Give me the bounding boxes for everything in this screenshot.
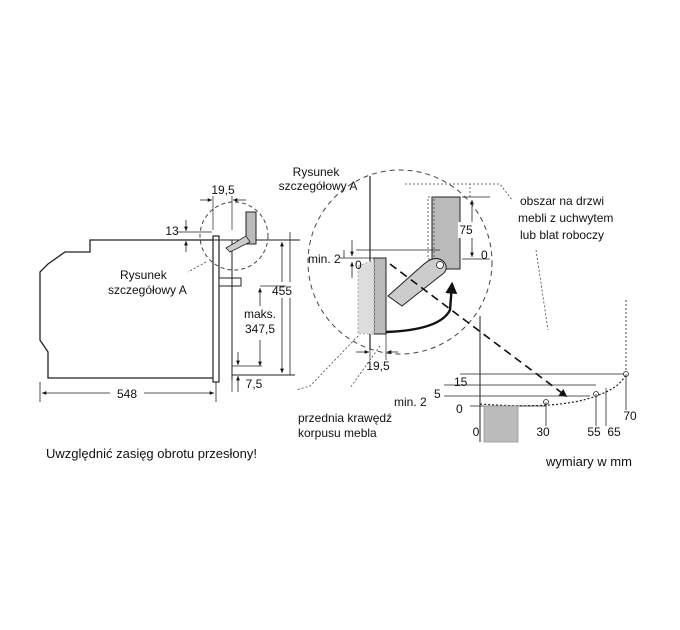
detail-dim-min2: min. 2 xyxy=(308,252,341,266)
detail-hinge-small xyxy=(245,211,257,245)
x-70: 70 xyxy=(623,409,637,423)
units-note: wymiary w mm xyxy=(546,454,632,469)
detail-hinge-arm xyxy=(387,258,447,307)
dim-548: 548 xyxy=(117,387,137,401)
x-0: 0 xyxy=(473,425,480,439)
detail-a-circle xyxy=(199,201,269,271)
detail-title-2: szczegółowy A xyxy=(279,179,358,193)
dim-13: 13 xyxy=(165,224,179,238)
detail-title-1: Rysunek xyxy=(293,165,341,179)
dim-455: 455 xyxy=(272,284,292,298)
level-15: 15 xyxy=(454,375,468,389)
oven-handle xyxy=(218,277,242,287)
level-min2: min. 2 xyxy=(394,395,427,409)
detail-dim-19-5: 19,5 xyxy=(366,359,390,373)
worktop-block xyxy=(483,405,519,443)
door-arc xyxy=(479,373,627,407)
detail-dim-zero-small: 0 xyxy=(355,258,362,272)
front-edge-note-1: przednia krawędź xyxy=(298,411,392,425)
oven-body-outline xyxy=(39,239,216,379)
left-side-view xyxy=(39,196,300,402)
detail-front-panel xyxy=(373,257,387,335)
left-detail-label-1: Rysunek xyxy=(120,268,168,282)
dim-7-5: 7,5 xyxy=(246,377,263,391)
detail-hinge-block xyxy=(431,196,461,270)
area-note-1: obszar na drzwi xyxy=(520,194,604,208)
dim-max-label: maks. xyxy=(244,307,276,321)
front-edge-note-2: korpusu mebla xyxy=(298,426,377,440)
x-65: 65 xyxy=(607,425,621,439)
detail-circle-large xyxy=(307,169,493,355)
rotation-note: Uwzględnić zasięg obrotu przesłony! xyxy=(46,446,257,461)
area-note-3: lub blat roboczy xyxy=(520,228,604,242)
x-55: 55 xyxy=(587,425,601,439)
oven-front-panel xyxy=(212,235,220,383)
right-clearance-view xyxy=(444,249,629,443)
area-note-2: mebli z uchwytem xyxy=(518,211,613,225)
level-5: 5 xyxy=(434,387,441,401)
rotation-arrow xyxy=(385,281,458,334)
level-0: 0 xyxy=(456,402,463,416)
detail-dim-zero: 0 xyxy=(481,248,488,262)
dim-347-5: 347,5 xyxy=(245,322,275,336)
x-30: 30 xyxy=(536,425,550,439)
left-detail-label-2: szczegółowy A xyxy=(108,283,187,297)
detail-dim-75: 75 xyxy=(459,223,473,237)
dim-19-5-left: 19,5 xyxy=(211,183,235,197)
